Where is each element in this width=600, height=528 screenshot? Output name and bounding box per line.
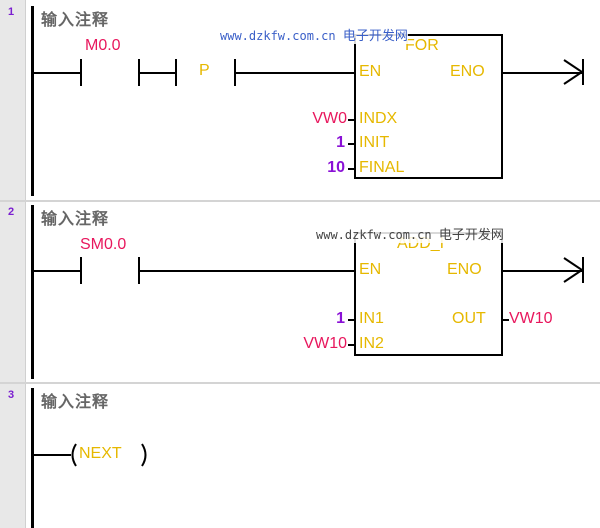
network-number: 2	[8, 206, 15, 218]
input-value-in2[interactable]: VW10	[303, 335, 347, 352]
rung-wire	[33, 72, 81, 74]
pin-final: FINAL	[359, 159, 405, 176]
watermark-url: www.dzkfw.com.cn	[220, 29, 336, 43]
coil[interactable]	[68, 442, 152, 468]
watermark-site: 电子开发网	[342, 29, 408, 44]
input-value-in1[interactable]: 1	[336, 310, 345, 327]
network-gutter	[0, 0, 26, 528]
network-number: 1	[8, 6, 15, 18]
network-separator	[0, 200, 600, 202]
watermark: www.dzkfw.com.cn 电子开发网	[316, 224, 504, 243]
edge-wire	[138, 72, 176, 74]
pin-stub	[502, 319, 509, 321]
contact-left-bar[interactable]	[80, 59, 82, 86]
power-rail	[31, 205, 34, 379]
network-comment[interactable]: 输入注释	[41, 392, 110, 411]
pin-indx: INDX	[359, 110, 398, 127]
end-arrow-icon	[563, 59, 584, 85]
input-value-indx[interactable]: VW0	[312, 110, 347, 127]
eno-wire	[502, 72, 582, 74]
rung-wire	[138, 270, 356, 272]
pin-stub	[348, 344, 355, 346]
contact-address: SM0.0	[80, 236, 127, 253]
watermark: www.dzkfw.com.cn 电子开发网	[220, 25, 408, 44]
pin-stub	[348, 119, 355, 121]
network-number: 3	[8, 389, 15, 401]
pin-in2: IN2	[359, 335, 384, 352]
edge-label: P	[199, 62, 210, 79]
add-i-box[interactable]	[354, 232, 503, 356]
pin-en: EN	[359, 261, 382, 278]
eno-wire	[502, 270, 582, 272]
box-title: FOR	[405, 37, 439, 54]
pin-stub	[348, 319, 355, 321]
pin-eno: ENO	[447, 261, 482, 278]
output-value-out[interactable]: VW10	[509, 310, 553, 327]
pin-stub	[348, 143, 355, 145]
coil-label: NEXT	[79, 445, 122, 462]
contact-left-bar[interactable]	[80, 257, 82, 284]
pin-out: OUT	[452, 310, 486, 327]
for-box[interactable]	[354, 34, 503, 179]
contact-address: M0.0	[85, 37, 121, 54]
network-comment[interactable]: 输入注释	[41, 209, 110, 228]
network-comment[interactable]: 输入注释	[41, 10, 110, 29]
power-rail	[31, 388, 34, 528]
end-arrow-icon	[563, 257, 584, 283]
power-rail	[31, 6, 34, 196]
pin-en: EN	[359, 63, 382, 80]
pin-in1: IN1	[359, 310, 384, 327]
network-separator	[0, 382, 600, 384]
rung-wire	[33, 454, 71, 456]
rung-wire	[234, 72, 356, 74]
pin-stub	[348, 168, 355, 170]
pin-eno: ENO	[450, 63, 485, 80]
watermark-url: www.dzkfw.com.cn	[316, 228, 432, 242]
pin-init: INIT	[359, 134, 390, 151]
input-value-final[interactable]: 10	[327, 159, 345, 176]
input-value-init[interactable]: 1	[336, 134, 345, 151]
watermark-site: 电子开发网	[438, 228, 504, 243]
edge-mid-bar[interactable]	[175, 59, 177, 86]
rung-wire	[33, 270, 81, 272]
